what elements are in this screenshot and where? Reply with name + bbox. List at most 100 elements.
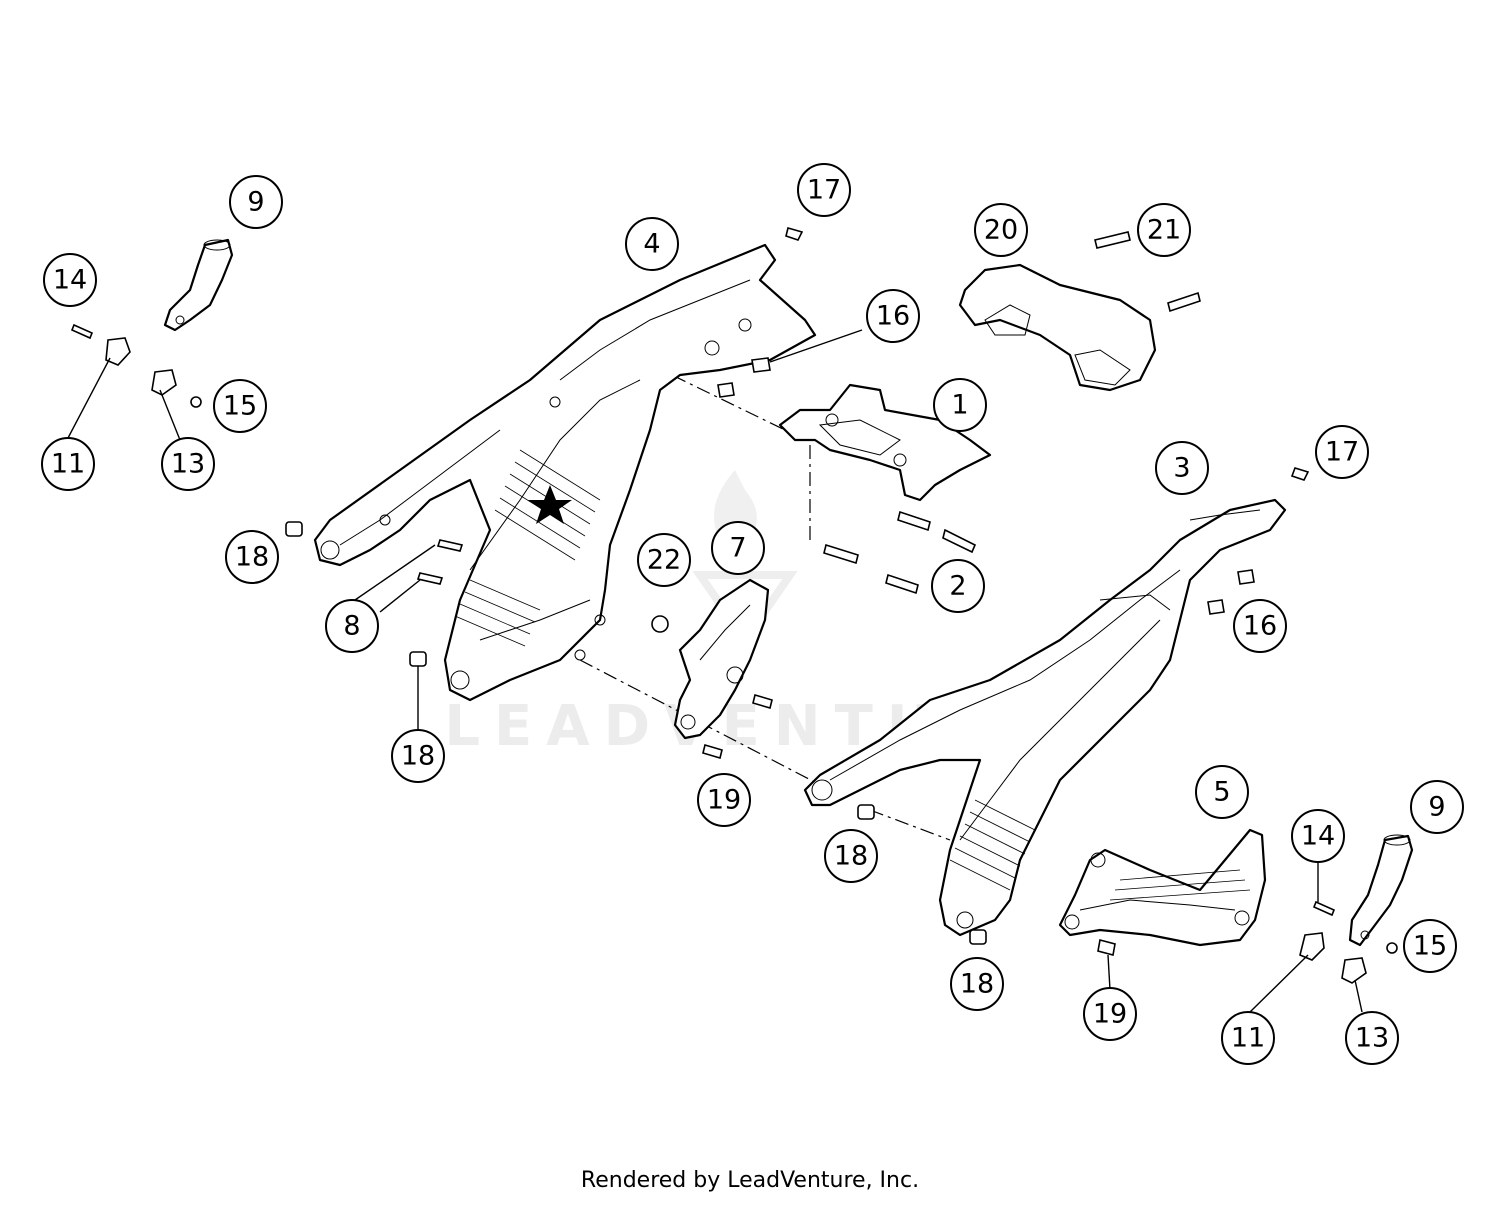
svg-text:16: 16 bbox=[1243, 611, 1277, 642]
part-9-footpeg-left bbox=[163, 238, 234, 332]
svg-text:14: 14 bbox=[1301, 821, 1335, 852]
svg-text:15: 15 bbox=[1413, 931, 1447, 962]
callout-19-right: 19 bbox=[1083, 987, 1137, 1041]
nut-16-d bbox=[1207, 599, 1225, 615]
callout-5: 5 bbox=[1195, 765, 1249, 819]
callout-19-left: 19 bbox=[697, 773, 751, 827]
bolt-19-b bbox=[702, 743, 723, 760]
callout-11-left: 11 bbox=[41, 437, 95, 491]
svg-text:4: 4 bbox=[643, 229, 660, 260]
svg-text:19: 19 bbox=[1093, 999, 1127, 1030]
callout-15-left: 15 bbox=[213, 379, 267, 433]
svg-text:20: 20 bbox=[984, 215, 1018, 246]
bolt-21-b bbox=[1167, 291, 1201, 313]
svg-text:7: 7 bbox=[729, 533, 746, 564]
svg-text:14: 14 bbox=[53, 265, 87, 296]
bolt-2-a bbox=[897, 510, 931, 532]
svg-text:18: 18 bbox=[960, 969, 994, 1000]
svg-text:22: 22 bbox=[647, 545, 681, 576]
svg-text:15: 15 bbox=[223, 391, 257, 422]
svg-text:9: 9 bbox=[1428, 792, 1445, 823]
callout-9-left: 9 bbox=[229, 175, 283, 229]
callout-18-d: 18 bbox=[950, 957, 1004, 1011]
bolt-8-b bbox=[416, 572, 444, 585]
hardware-parts bbox=[70, 227, 1398, 984]
svg-text:13: 13 bbox=[1355, 1023, 1389, 1054]
svg-text:21: 21 bbox=[1147, 215, 1181, 246]
part-9-footpeg-right bbox=[1348, 834, 1414, 947]
svg-text:16: 16 bbox=[876, 301, 910, 332]
render-credit: Rendered by LeadVenture, Inc. bbox=[580, 1168, 920, 1193]
bolt-19-c bbox=[1097, 939, 1116, 956]
callout-16-top: 16 bbox=[866, 289, 920, 343]
svg-text:11: 11 bbox=[1231, 1023, 1265, 1054]
callout-8: 8 bbox=[325, 599, 379, 653]
callout-11-right: 11 bbox=[1221, 1011, 1275, 1065]
leader-lines bbox=[67, 329, 1363, 1013]
callout-18-b: 18 bbox=[391, 729, 445, 783]
plate-13-right bbox=[1341, 957, 1367, 984]
callout-18-a: 18 bbox=[225, 530, 279, 584]
callout-22: 22 bbox=[637, 533, 691, 587]
svg-text:13: 13 bbox=[171, 449, 205, 480]
bolt-2-d bbox=[885, 573, 919, 595]
bushing-18-a bbox=[285, 521, 303, 537]
screw-17-left bbox=[785, 227, 804, 241]
callout-9-right: 9 bbox=[1410, 780, 1464, 834]
callout-14-right: 14 bbox=[1291, 809, 1345, 863]
pin-14-right bbox=[1312, 900, 1336, 917]
bushing-18-b bbox=[409, 651, 427, 667]
star-logo-icon bbox=[528, 485, 572, 524]
nut-16-c bbox=[1237, 569, 1255, 585]
part-7-footrest-bracket-left bbox=[673, 578, 770, 740]
callout-4: 4 bbox=[625, 217, 679, 271]
svg-text:17: 17 bbox=[1325, 437, 1359, 468]
bolt-8-a bbox=[436, 539, 464, 552]
callout-3: 3 bbox=[1155, 441, 1209, 495]
svg-text:1: 1 bbox=[951, 390, 968, 421]
svg-text:17: 17 bbox=[807, 175, 841, 206]
bushing-18-d bbox=[969, 929, 987, 945]
callout-16-right: 16 bbox=[1233, 599, 1287, 653]
callout-14-left: 14 bbox=[43, 253, 97, 307]
part-3-right-subframe bbox=[803, 498, 1287, 937]
washer-22 bbox=[651, 615, 669, 633]
pin-14-left bbox=[70, 323, 94, 340]
bolt-2-b bbox=[942, 528, 977, 554]
bolt-2-c bbox=[823, 543, 859, 565]
svg-text:11: 11 bbox=[51, 449, 85, 480]
svg-text:3: 3 bbox=[1173, 453, 1190, 484]
callout-13-right: 13 bbox=[1345, 1011, 1399, 1065]
callout-17-right: 17 bbox=[1315, 425, 1369, 479]
callout-21: 21 bbox=[1137, 203, 1191, 257]
bushing-18-c bbox=[857, 804, 875, 820]
svg-text:5: 5 bbox=[1213, 777, 1230, 808]
bolt-21-a bbox=[1094, 231, 1131, 249]
clip-15-right bbox=[1386, 942, 1398, 954]
callout-17-top: 17 bbox=[797, 163, 851, 217]
callout-2: 2 bbox=[931, 559, 985, 613]
svg-text:9: 9 bbox=[247, 187, 264, 218]
part-1-bracket bbox=[778, 383, 992, 502]
nut-16-a bbox=[751, 357, 771, 373]
callout-15-right: 15 bbox=[1403, 919, 1457, 973]
screw-17-right bbox=[1290, 467, 1310, 481]
svg-text:2: 2 bbox=[949, 571, 966, 602]
nut-16-b bbox=[717, 382, 735, 398]
svg-text:18: 18 bbox=[235, 542, 269, 573]
part-20-guard bbox=[958, 263, 1157, 392]
plate-11-right bbox=[1299, 932, 1325, 961]
svg-text:18: 18 bbox=[401, 741, 435, 772]
callouts: 1 2 3 4 5 7 8 9 9 11 11 13 13 14 14 15 1… bbox=[41, 163, 1464, 1065]
bolt-19-a bbox=[752, 693, 773, 710]
part-4-left-subframe bbox=[313, 243, 817, 702]
svg-text:8: 8 bbox=[343, 611, 360, 642]
clip-15-left bbox=[190, 396, 202, 408]
svg-text:18: 18 bbox=[834, 841, 868, 872]
plate-11-left bbox=[105, 337, 131, 366]
callout-20: 20 bbox=[974, 203, 1028, 257]
svg-text:19: 19 bbox=[707, 785, 741, 816]
callout-18-c: 18 bbox=[824, 829, 878, 883]
callout-7: 7 bbox=[711, 521, 765, 575]
